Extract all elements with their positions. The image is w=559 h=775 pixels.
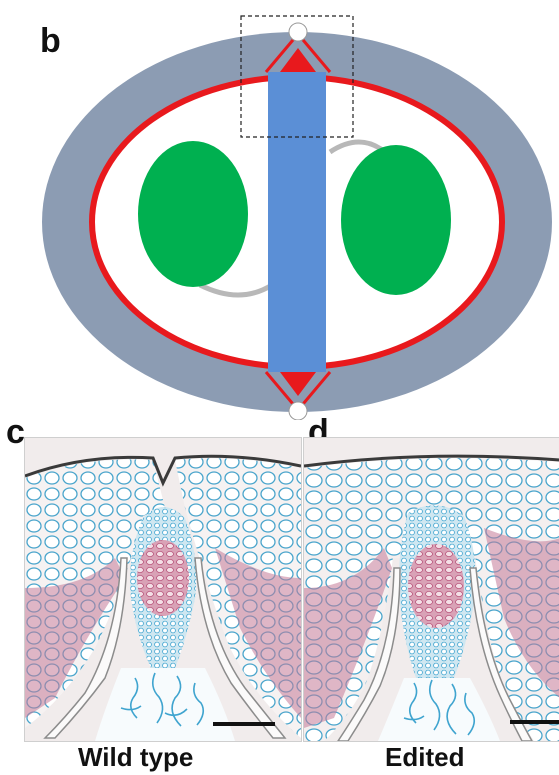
micrograph-wild-type-image: [25, 438, 301, 741]
green-cell-left: [138, 141, 248, 287]
central-core-d: [408, 544, 464, 628]
pore-node-top: [289, 23, 307, 41]
schematic-diagram: [0, 0, 559, 420]
scale-bar-d: [510, 720, 559, 724]
micrograph-edited: [303, 437, 559, 742]
panel-label-c: c: [6, 415, 25, 449]
central-core: [137, 540, 189, 616]
pore-node-bottom: [289, 402, 307, 420]
blue-column: [268, 72, 326, 372]
green-cell-right: [341, 145, 451, 295]
caption-wild-type: Wild type: [78, 742, 193, 773]
caption-edited: Edited: [385, 742, 464, 773]
micrograph-edited-image: [304, 438, 559, 741]
micrograph-wild-type: [24, 437, 302, 742]
scale-bar: [213, 722, 275, 726]
